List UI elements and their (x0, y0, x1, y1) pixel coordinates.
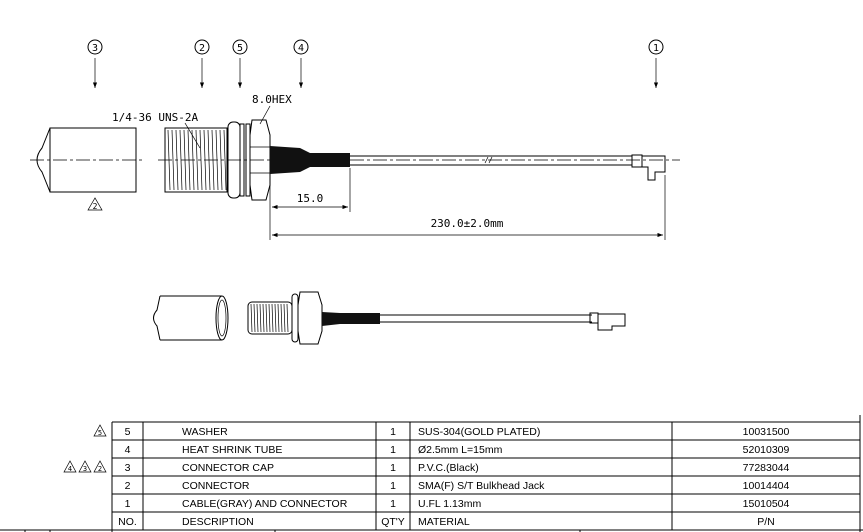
bom-cell-pn: P/N (757, 516, 775, 528)
revision-triangle-icon (78, 460, 92, 473)
bom-cell-pn: 52010309 (743, 444, 790, 456)
revision-number: 3 (83, 465, 87, 473)
bom-row: 3 CONNECTOR CAP 1 P.V.C.(Black) 77283044 4 3 2 (63, 460, 790, 474)
assembly-perspective-view (153, 291, 626, 345)
dimension-total-length: 230.0±2.0mm (272, 175, 666, 240)
thread-line (280, 303, 283, 333)
revision-triangle-icon (93, 424, 107, 437)
bom-cell-description: CONNECTOR CAP (182, 462, 274, 474)
thread-line (195, 129, 199, 191)
revision-number: 5 (98, 429, 102, 437)
thread-line (259, 303, 262, 333)
bom-cell-no: 4 (125, 444, 131, 456)
svg-text:3: 3 (92, 43, 98, 54)
revision-triangle-icon (63, 460, 77, 473)
bom-cell-material: Ø2.5mm L=15mm (418, 444, 503, 456)
bom-row: 4 HEAT SHRINK TUBE 1 Ø2.5mm L=15mm 52010309 (125, 444, 790, 456)
connector-cap-side-view: 2 (30, 127, 142, 211)
dimension-shrink-length: 15.0 (269, 168, 351, 240)
bom-cell-qty: 1 (390, 426, 396, 438)
svg-text:230.0±2.0mm: 230.0±2.0mm (431, 217, 504, 230)
bom-cell-qty: 1 (390, 480, 396, 492)
thread-line (283, 303, 286, 333)
thread-line (265, 303, 268, 333)
bom-cell-no: 1 (125, 498, 131, 510)
bom-cell-pn: 15010504 (743, 498, 790, 510)
thread-line (171, 129, 175, 191)
bom-table: 5 WASHER 1 SUS-304(GOLD PLATED) 10031500 5 4 HE… (63, 424, 790, 528)
revision-number: 2 (98, 465, 102, 473)
bom-cell-qty: 1 (390, 462, 396, 474)
bom-cell-no: 3 (125, 462, 131, 474)
bom-cell-pn: 10031500 (743, 426, 790, 438)
bom-cell-no: 2 (125, 480, 131, 492)
bom-cell-material: SUS-304(GOLD PLATED) (418, 426, 540, 438)
thread-line (274, 303, 277, 333)
thread-spec-label: 1/4-36 UNS-2A (112, 111, 198, 124)
thread-line (253, 303, 256, 333)
balloon-5: 5 (232, 39, 248, 88)
bom-grid (0, 415, 863, 532)
bom-cell-qty: QT'Y (381, 516, 405, 528)
revision-triangle-icon (93, 460, 107, 473)
svg-text:15.0: 15.0 (297, 192, 324, 205)
svg-text:1: 1 (653, 43, 659, 54)
thread-line (268, 303, 271, 333)
balloon-3: 3 (87, 39, 103, 88)
bom-cell-material: U.FL 1.13mm (418, 498, 481, 510)
bom-cell-pn: 10014404 (743, 480, 790, 492)
bom-cell-material: P.V.C.(Black) (418, 462, 479, 474)
bom-row: 2 CONNECTOR 1 SMA(F) S/T Bulkhead Jack 10014… (125, 480, 790, 492)
svg-text:5: 5 (237, 43, 243, 54)
bom-cell-description: HEAT SHRINK TUBE (182, 444, 282, 456)
bom-cell-material: SMA(F) S/T Bulkhead Jack (418, 480, 545, 492)
bom-cell-no: NO. (118, 516, 137, 528)
svg-text:2: 2 (93, 202, 98, 211)
balloon-2: 2 (194, 39, 210, 88)
bom-cell-pn: 77283044 (743, 462, 790, 474)
bom-cell-description: CABLE(GRAY) AND CONNECTOR (182, 498, 348, 510)
bom-cell-qty: 1 (390, 444, 396, 456)
thread-line (271, 303, 274, 333)
bom-row: 1 CABLE(GRAY) AND CONNECTOR 1 U.FL 1.13mm 15… (125, 498, 790, 510)
bom-cell-description: WASHER (182, 426, 228, 438)
thread-line (277, 303, 280, 333)
bom-cell-description: DESCRIPTION (182, 516, 254, 528)
thread-line (286, 303, 289, 333)
balloon-4: 4 (293, 39, 309, 88)
heat-shrink-and-cable (270, 146, 680, 181)
thread-line (250, 303, 253, 333)
bom-row: 5 WASHER 1 SUS-304(GOLD PLATED) 10031500 5 (93, 424, 790, 438)
bom-cell-no: 5 (125, 426, 131, 438)
thread-line (256, 303, 259, 333)
svg-text:2: 2 (199, 43, 205, 54)
revision-number: 4 (68, 465, 72, 473)
thread-line (262, 303, 265, 333)
balloon-1: 1 (648, 39, 664, 88)
bom-cell-description: CONNECTOR (182, 480, 250, 492)
svg-text:4: 4 (298, 43, 304, 54)
bom-cell-qty: 1 (390, 498, 396, 510)
thread-line (223, 129, 227, 191)
sma-connector-side-view (158, 119, 271, 201)
hex-size-label: 8.0HEX (252, 93, 292, 106)
bom-cell-material: MATERIAL (418, 516, 470, 528)
bom-header-row: NO. DESCRIPTION QT'Y MATERIAL P/N (118, 516, 775, 528)
